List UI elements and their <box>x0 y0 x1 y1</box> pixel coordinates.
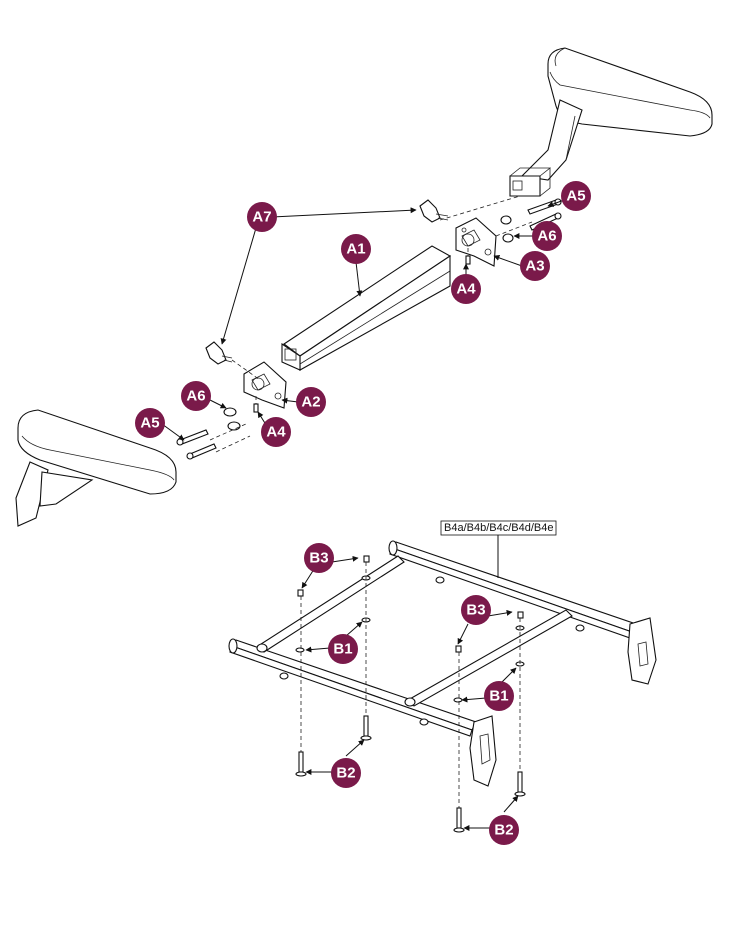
callout-b3-left: B3 <box>304 543 334 573</box>
svg-text:A7: A7 <box>252 209 271 226</box>
svg-text:A6: A6 <box>186 388 205 405</box>
svg-text:B3: B3 <box>466 602 485 619</box>
knob-a7-right <box>419 199 449 223</box>
callout-a5-top: A5 <box>561 181 591 211</box>
callout-a1: A1 <box>341 234 371 264</box>
svg-text:B1: B1 <box>333 641 352 658</box>
svg-text:A3: A3 <box>525 258 544 275</box>
svg-text:A2: A2 <box>301 394 320 411</box>
hardware-left <box>176 403 259 460</box>
bracket-a3 <box>455 217 497 267</box>
svg-text:A4: A4 <box>266 424 286 441</box>
svg-text:A5: A5 <box>566 188 585 205</box>
svg-text:A5: A5 <box>140 415 159 432</box>
callout-a3: A3 <box>520 251 550 281</box>
frame-label: B4a/B4b/B4c/B4d/B4e <box>440 520 557 536</box>
callout-a6-top: A6 <box>532 221 562 251</box>
svg-text:B2: B2 <box>494 822 513 839</box>
callout-a2: A2 <box>296 387 326 417</box>
leader-lines <box>161 199 565 831</box>
hardware-bottom <box>295 555 526 833</box>
assembly-lines-top <box>209 195 533 453</box>
callout-a6-bottom: A6 <box>181 381 211 411</box>
callout-b1-left: B1 <box>328 634 358 664</box>
svg-text:A1: A1 <box>346 241 365 258</box>
bracket-a2 <box>243 361 287 409</box>
callout-b3-right: B3 <box>461 595 491 625</box>
svg-text:B4a/B4b/B4c/B4d/B4e: B4a/B4b/B4c/B4d/B4e <box>444 522 553 534</box>
svg-text:B3: B3 <box>309 550 328 567</box>
callout-a5-bottom: A5 <box>135 408 165 438</box>
callout-a4-bottom: A4 <box>261 417 291 447</box>
callout-b2-left: B2 <box>331 758 361 788</box>
callout-a7: A7 <box>247 202 277 232</box>
svg-text:B2: B2 <box>336 765 355 782</box>
svg-text:A6: A6 <box>537 228 556 245</box>
right-armrest <box>509 47 713 197</box>
tube-a1 <box>281 245 452 371</box>
svg-text:B1: B1 <box>489 688 508 705</box>
knob-a7-left <box>205 341 233 365</box>
callout-a4-top: A4 <box>451 274 481 304</box>
left-armrest <box>15 409 177 527</box>
callout-b1-right: B1 <box>484 681 514 711</box>
callout-b2-right: B2 <box>489 815 519 845</box>
base-frame <box>228 540 657 787</box>
svg-text:A4: A4 <box>456 281 476 298</box>
